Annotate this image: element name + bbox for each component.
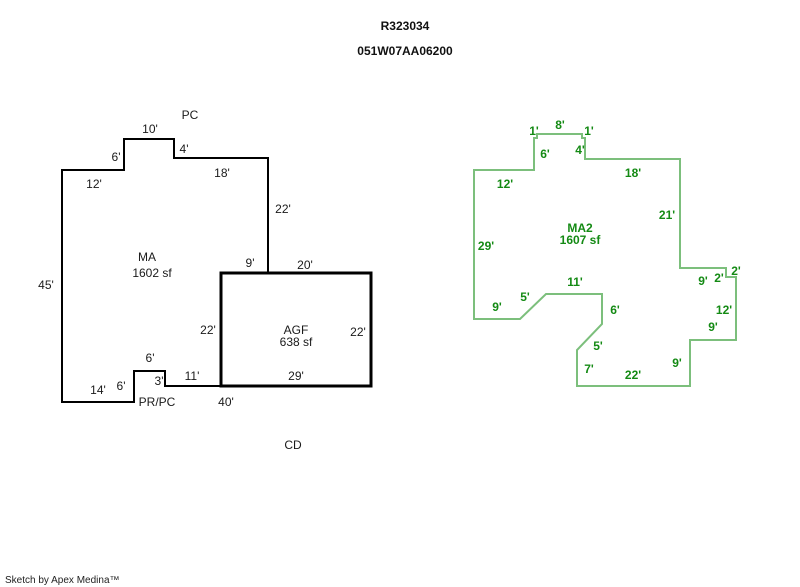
dim-label: 21': [659, 208, 675, 222]
dim-label: 4': [180, 142, 189, 156]
dim-label: 20': [297, 258, 313, 272]
dim-label: 9': [698, 274, 708, 288]
area-size-agf: 638 sf: [280, 335, 313, 349]
cd-label: CD: [284, 438, 302, 452]
dim-label: 11': [185, 369, 200, 383]
area-size-ma: 1602 sf: [132, 266, 172, 280]
agf-outline: [219, 271, 373, 388]
area-size-ma2: 1607 sf: [560, 233, 602, 247]
dim-label: 6': [112, 150, 121, 164]
dim-label: 5': [520, 290, 530, 304]
dim-label: 11': [567, 275, 583, 289]
account-id: R323034: [381, 19, 430, 33]
dim-label: 5': [593, 339, 603, 353]
ma-outline: [61, 138, 269, 403]
dim-label: 18': [625, 166, 641, 180]
dim-label: 9': [672, 356, 682, 370]
prpc-label: PR/PC: [139, 395, 176, 409]
dim-label: 1': [584, 124, 594, 138]
dim-label: 6': [610, 303, 620, 317]
area-code-ma: MA: [138, 250, 156, 264]
map-tax-lot: 051W07AA06200: [357, 44, 453, 58]
dim-label: 29': [288, 369, 304, 383]
area-code-ma2: MA2: [567, 221, 593, 235]
dim-label: 1': [529, 124, 539, 138]
dim-label: 22': [200, 323, 216, 337]
dim-label: 22': [625, 368, 641, 382]
dim-label: 40': [218, 395, 234, 409]
dim-label: 6': [146, 351, 155, 365]
dim-label: 45': [38, 278, 54, 292]
area-code-agf: AGF: [284, 323, 309, 337]
dim-label: 6': [117, 379, 126, 393]
pc-label: PC: [182, 108, 199, 122]
dim-label: 2': [714, 271, 724, 285]
dim-label: 18': [214, 166, 230, 180]
sketch-credit: Sketch by Apex Medina™: [5, 575, 120, 586]
dim-label: 22': [350, 325, 366, 339]
dim-label: 9': [246, 256, 255, 270]
dim-label: 7': [584, 362, 594, 376]
dim-label: 3': [155, 374, 164, 388]
dim-label: 29': [478, 239, 494, 253]
dim-label: 22': [275, 202, 291, 216]
dim-label: 14': [90, 383, 106, 397]
dim-label: 4': [575, 143, 585, 157]
dim-label: 8': [555, 118, 565, 132]
dim-label: 12': [497, 177, 513, 191]
dim-label: 12': [716, 303, 732, 317]
dim-label: 2': [731, 264, 741, 278]
ma2-outline: [473, 133, 737, 387]
dim-label: 6': [540, 147, 550, 161]
dim-label: 10': [142, 122, 158, 136]
dim-label: 12': [86, 177, 102, 191]
dim-label: 9': [708, 320, 718, 334]
dim-label: 9': [492, 300, 502, 314]
